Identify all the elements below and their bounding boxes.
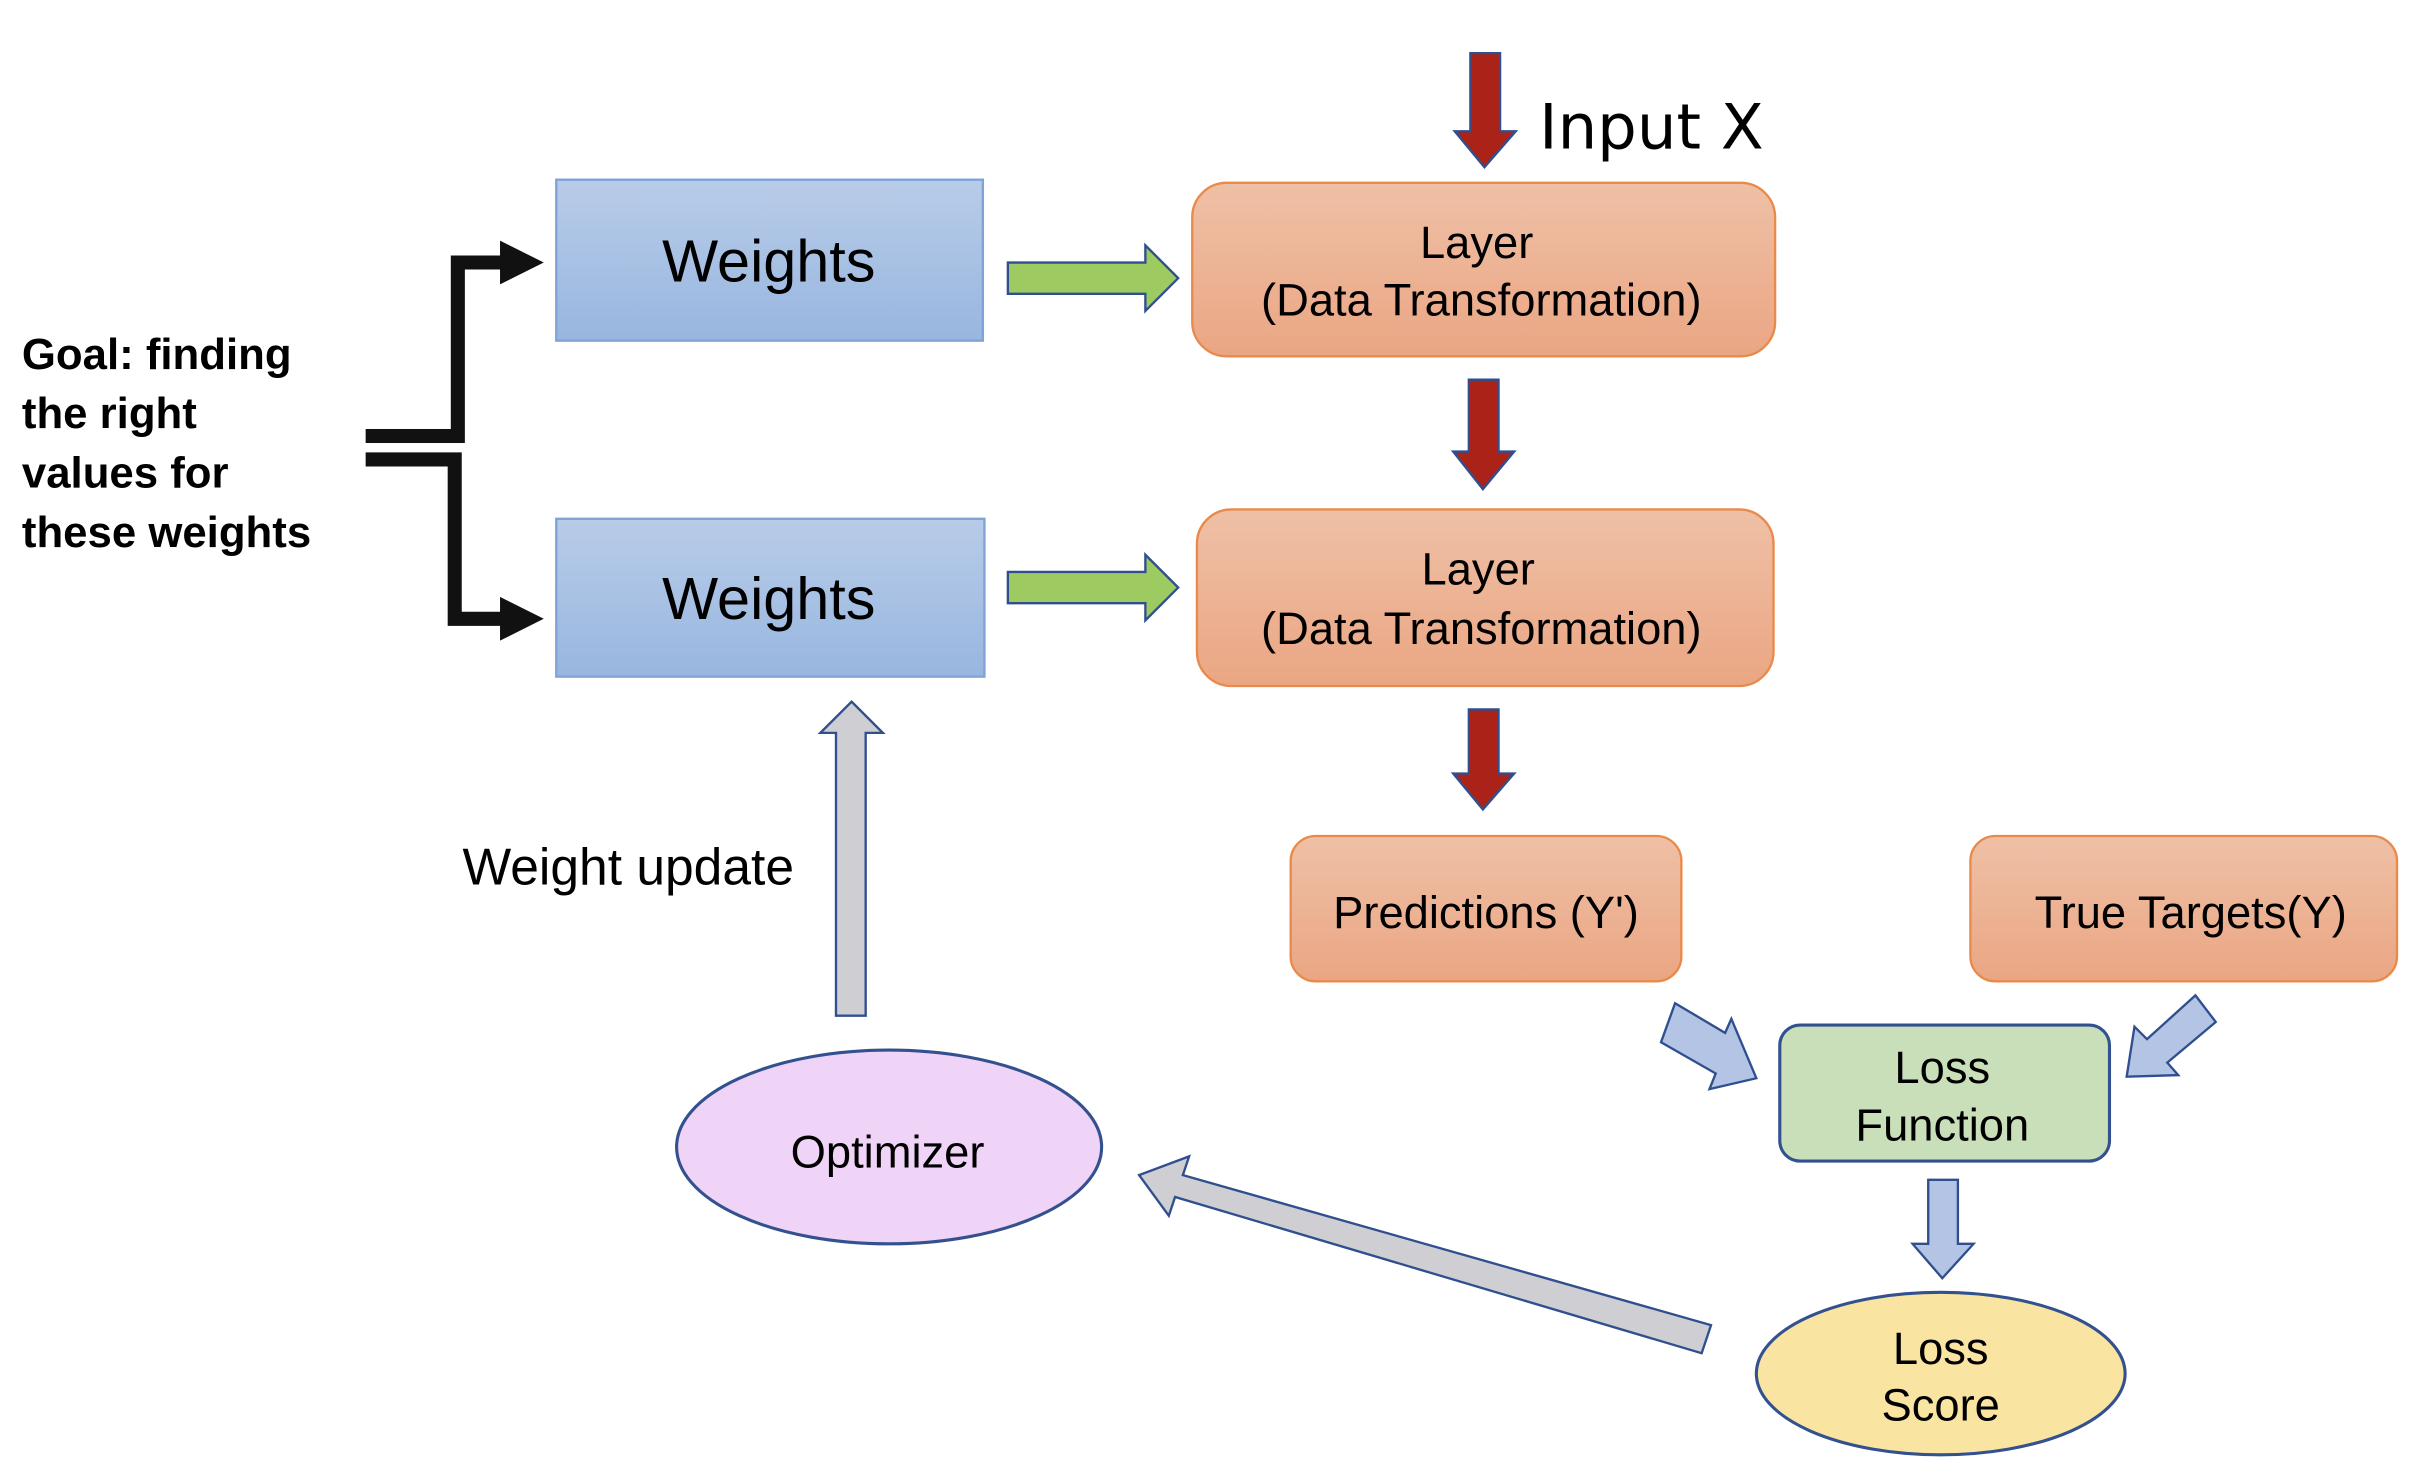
red-arrow-layer-1-to-2 [1450, 378, 1517, 491]
weights-label-1: Weights [662, 227, 875, 294]
loss-score-ellipse[interactable]: Loss Score [1754, 1290, 2127, 1457]
bracket-arrow-up [365, 255, 504, 444]
layer-1-line-2: (Data Transformation) [1261, 275, 1702, 326]
weight-update-label: Weight update [463, 837, 794, 895]
gray-arrow-weight-update [817, 699, 886, 1017]
blue-arrow-targets-to-loss [2125, 993, 2218, 1078]
bracket-arrowhead-down [500, 596, 544, 641]
green-arrow-2 [1006, 551, 1180, 624]
predictions-box[interactable]: Predictions (Y') [1289, 834, 1683, 983]
layer-1-line-1: Layer [1420, 217, 1533, 268]
bracket-arrow-down [365, 452, 504, 626]
loss-function-box[interactable]: Loss Function [1778, 1023, 2112, 1163]
blue-arrow-predictions-to-loss [1659, 1001, 1758, 1091]
blue-arrow-loss-to-score [1910, 1178, 1977, 1281]
layer-box-2[interactable]: Layer (Data Transformation) [1195, 508, 1775, 688]
layer-box-1[interactable]: Layer (Data Transformation) [1191, 181, 1777, 358]
red-arrow-layer-2-to-predictions [1450, 708, 1517, 812]
loss-function-line-2: Function [1855, 1100, 2029, 1151]
weights-label-2: Weights [662, 565, 875, 632]
goal-text: Goal: finding the right values for these… [22, 330, 311, 557]
input-red-arrow [1452, 51, 1519, 170]
bracket-arrowhead-up [500, 240, 544, 285]
predictions-label: Predictions (Y') [1333, 887, 1639, 938]
gray-arrow-score-to-optimizer [1137, 1154, 1713, 1355]
goal-line-3: values for [22, 449, 229, 498]
weights-box-1[interactable]: Weights [555, 178, 985, 342]
input-x-label: Input X [1539, 90, 1764, 163]
optimizer-ellipse[interactable]: Optimizer [675, 1048, 1104, 1246]
optimizer-label: Optimizer [791, 1126, 985, 1177]
layer-2-line-1: Layer [1422, 543, 1535, 594]
weights-box-2[interactable]: Weights [555, 517, 986, 678]
true-targets-box[interactable]: True Targets(Y) [1969, 834, 2399, 983]
layer-2-line-2: (Data Transformation) [1261, 603, 1702, 654]
loss-function-line-1: Loss [1894, 1042, 1990, 1093]
goal-line-2: the right [22, 389, 197, 438]
green-arrow-1 [1006, 242, 1180, 314]
goal-line-1: Goal: finding [22, 330, 292, 379]
loss-score-line-1: Loss [1893, 1323, 1989, 1374]
loss-score-line-2: Score [1882, 1379, 2000, 1430]
goal-bracket-arrows [365, 240, 544, 641]
goal-line-4: these weights [22, 508, 311, 557]
true-targets-label: True Targets(Y) [2035, 887, 2347, 938]
